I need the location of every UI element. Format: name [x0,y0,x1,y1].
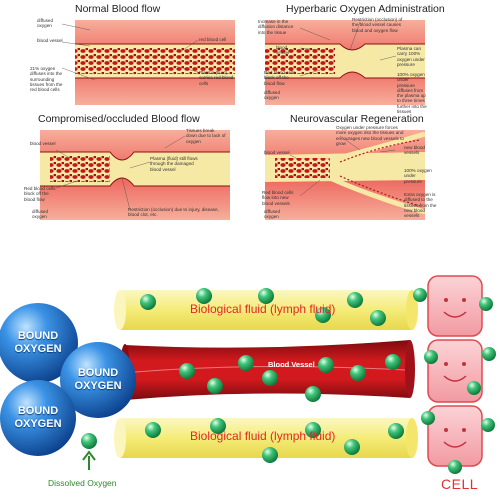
hyperbaric-note-plasma: Plasma can carry 100% oxygen under press… [397,46,425,67]
hyperbaric-note-increase: Increase in the diffusion distance into … [258,19,294,35]
dissolved-oxygen-balls [81,288,496,474]
compromised-panel [40,130,230,220]
bound-oxygen-sphere-3 [0,380,76,456]
lymph-fluid-label-top: Biological fluid (lymph fluid) [190,302,336,316]
compromised-note-vessel: blood vessel [30,141,56,146]
neuro-note-new-vessels: new blood vessels [404,145,425,156]
bound-oxygen-sphere-2 [60,342,136,418]
bound-oxygen-label-3: BOUND OXYGEN [14,405,62,430]
compromised-title: Compromised/occluded Blood flow [38,113,200,125]
hyperbaric-note-vessel: blood vessel [276,45,290,56]
cell-bottom [427,405,483,467]
normal-note-rbc: red blood cell [199,37,227,42]
cell-column [427,275,483,467]
normal-note-diffused: diffused oxygen [37,18,54,29]
hyperbaric-note-under: 100% oxygen under pressure diffuses from… [397,72,427,115]
compromised-note-tissues: Tissues break down due to lack of oxygen [186,128,226,144]
compromised-note-plasma: Plasma (fluid) still flows through the d… [150,156,198,172]
dissolved-oxygen-label: Dissolved Oxygen [48,478,117,488]
hyperbaric-note-restriction: Restriction (occlusion) of the blood ves… [352,17,403,33]
lymph-fluid-label-bottom: Biological fluid (lymph fluid) [190,429,336,443]
neuro-note-diffused: diffused oxygen [264,209,281,220]
bound-oxygen-label-1: BOUND OXYGEN [14,330,62,355]
up-arrow-icon [82,450,96,470]
blood-vessel-label: Blood Vessel [268,360,315,369]
cell-top [427,275,483,337]
normal-flow-title: Normal Blood flow [75,3,161,15]
bound-oxygen-sphere-1 [0,303,78,383]
normal-note-pct: 21% oxygen diffuses into the surrounding… [30,66,63,93]
hyperbaric-note-diffused: diffused oxygen [264,90,281,101]
neuro-note-rbc-flow: Red blood cells flow into new blood vess… [262,190,294,206]
neuro-note-vessel: blood vessel [264,150,290,155]
bottom-diagram [0,275,496,474]
normal-note-plasma: Plasma (fluid) carries red blood cells [199,70,234,86]
hyperbaric-title: Hyperbaric Oxygen Administration [286,3,445,15]
neurovascular-title: Neurovascular Regeneration [290,113,424,125]
normal-note-vessel: blood vessel [37,38,63,43]
cell-label: CELL [441,476,479,492]
neuro-note-carry: 100% oxygen under pressure [404,168,432,184]
bound-oxygen-label-2: BOUND OXYGEN [74,367,122,392]
neurovascular-panel [265,130,426,220]
bound-oxygen-spheres [0,303,136,456]
neuro-note-forces: Oxygen under pressure forces more oxygen… [336,125,404,146]
compromised-note-restriction: Restriction (occlusion) due to injury, d… [128,207,219,218]
neuro-note-extra: Extra oxygen is diffused to the tissues … [404,192,437,219]
hyperbaric-note-rbc-block: Red blood cells block off the blood flow [264,70,296,86]
blood-vessel [120,340,415,400]
normal-flow-panel [61,20,235,105]
hyperbaric-panel [265,20,425,105]
compromised-note-diffused: diffused oxygen [32,209,49,220]
compromised-note-rbc-block: Red blood cells block off the blood flow [24,186,56,202]
